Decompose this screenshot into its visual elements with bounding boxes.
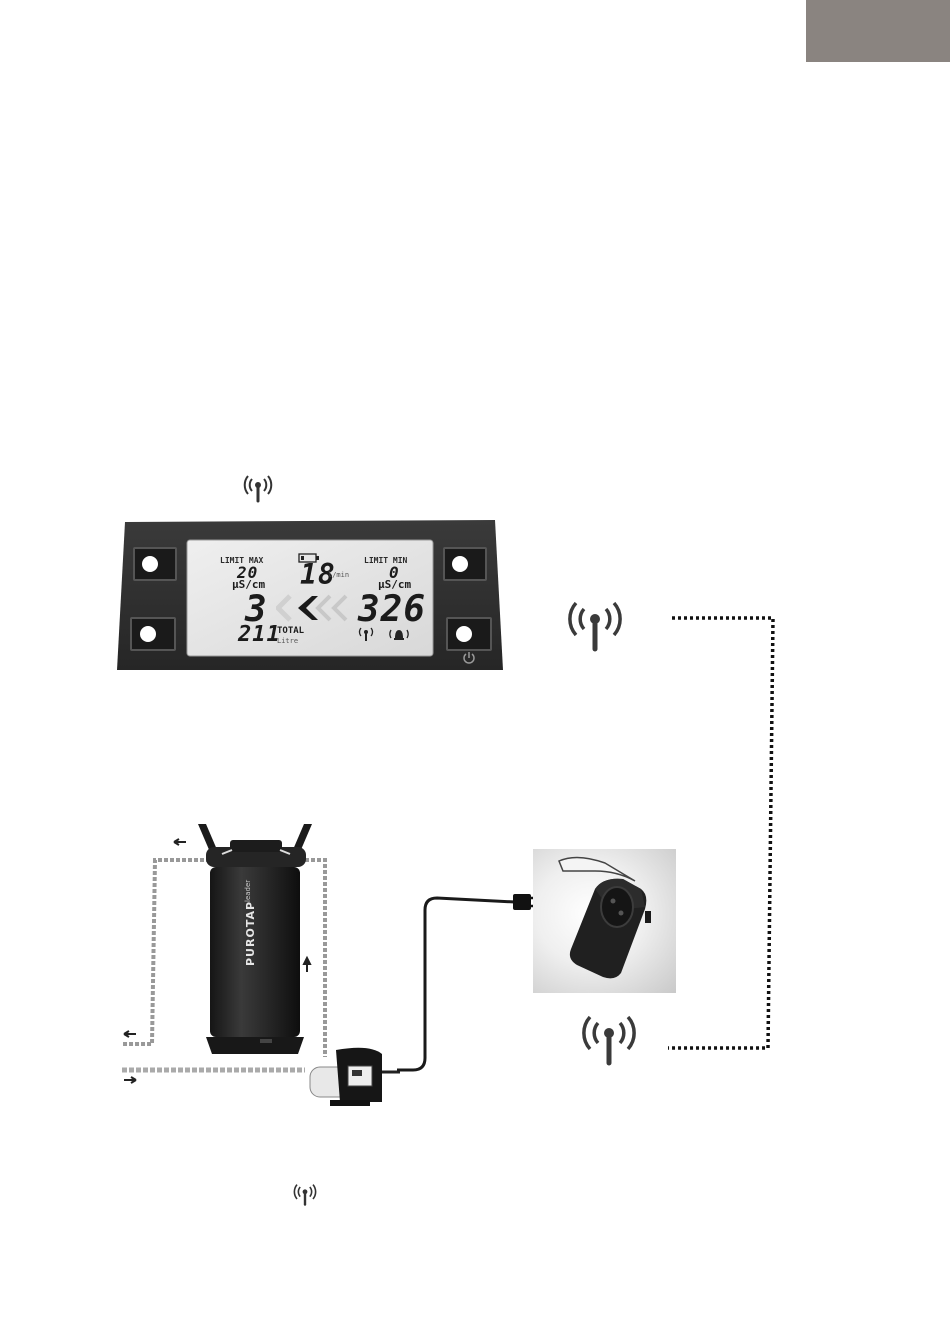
flow-direction-arrows [276, 592, 352, 624]
antenna-icon [243, 474, 273, 504]
chapter-tab [806, 0, 950, 62]
wireless-link-line [660, 610, 790, 1060]
total-unit: Litre [277, 637, 298, 645]
inlet-value: 326 [358, 592, 426, 628]
total-label: TOTAL [277, 626, 304, 636]
limit-min-label: LIMIT MIN [364, 556, 407, 565]
button-power[interactable] [446, 617, 492, 651]
flow-unit: l/min [328, 571, 349, 579]
total-value: 211 [238, 624, 281, 646]
wireless-socket-device [533, 849, 676, 993]
antenna-icon [566, 600, 624, 652]
antenna-icon [580, 1014, 638, 1066]
button-bottom-left[interactable] [130, 617, 176, 651]
filter-brand: PUROTAP [244, 901, 257, 966]
antenna-icon [292, 1183, 318, 1207]
power-cable [395, 890, 555, 1080]
button-top-left[interactable] [133, 547, 177, 581]
power-icon [462, 651, 476, 665]
antenna-icon [357, 626, 375, 642]
alarm-bell-icon [387, 626, 411, 642]
button-top-right[interactable] [443, 547, 487, 581]
filter-system [110, 822, 440, 1112]
filter-model: leader [244, 880, 252, 902]
